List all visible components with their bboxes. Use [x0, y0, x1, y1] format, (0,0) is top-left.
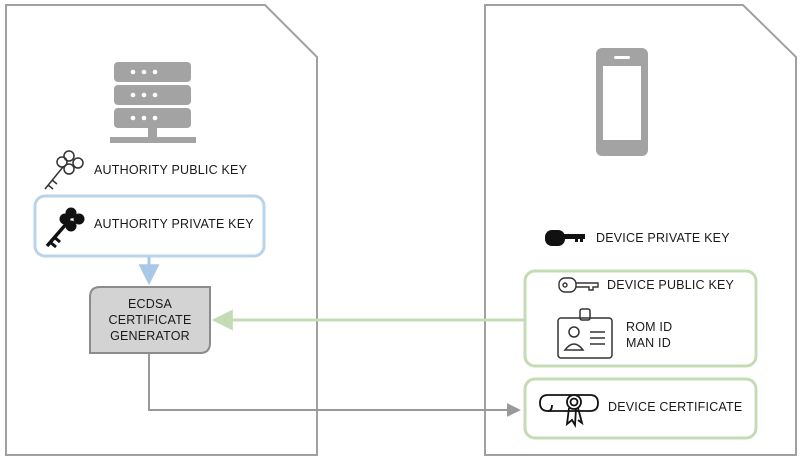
generator-line-3: GENERATOR	[110, 329, 190, 343]
id-badge-icon	[557, 308, 613, 359]
device-certificate-label: DEVICE CERTIFICATE	[608, 400, 743, 414]
device-public-key-label: DEVICE PUBLIC KEY	[607, 278, 735, 292]
server-icon	[110, 62, 196, 143]
generator-line-2: CERTIFICATE	[108, 313, 192, 327]
device-private-key-label: DEVICE PRIVATE KEY	[596, 231, 730, 245]
certificate-generator-label: ECDSA CERTIFICATE GENERATOR	[90, 287, 210, 353]
device-public-key-icon	[558, 277, 599, 293]
certificate-scroll-icon	[539, 394, 599, 428]
rom-id-label: ROM ID	[626, 320, 673, 334]
authority-public-key-icon	[44, 150, 84, 190]
authority-private-key-icon	[45, 207, 85, 249]
certificate-generator-box	[89, 286, 211, 354]
authority-public-key-label: AUTHORITY PUBLIC KEY	[94, 163, 248, 177]
generator-line-1: ECDSA	[127, 297, 173, 311]
man-id-label: MAN ID	[626, 336, 671, 350]
device-private-key-icon	[545, 230, 585, 246]
authority-private-key-label: AUTHORITY PRIVATE KEY	[94, 217, 254, 231]
authority-private-key-box	[33, 194, 266, 258]
generator-to-certificate-arrow	[148, 354, 521, 417]
phone-icon	[596, 48, 648, 156]
device-public-key-box	[523, 269, 758, 368]
